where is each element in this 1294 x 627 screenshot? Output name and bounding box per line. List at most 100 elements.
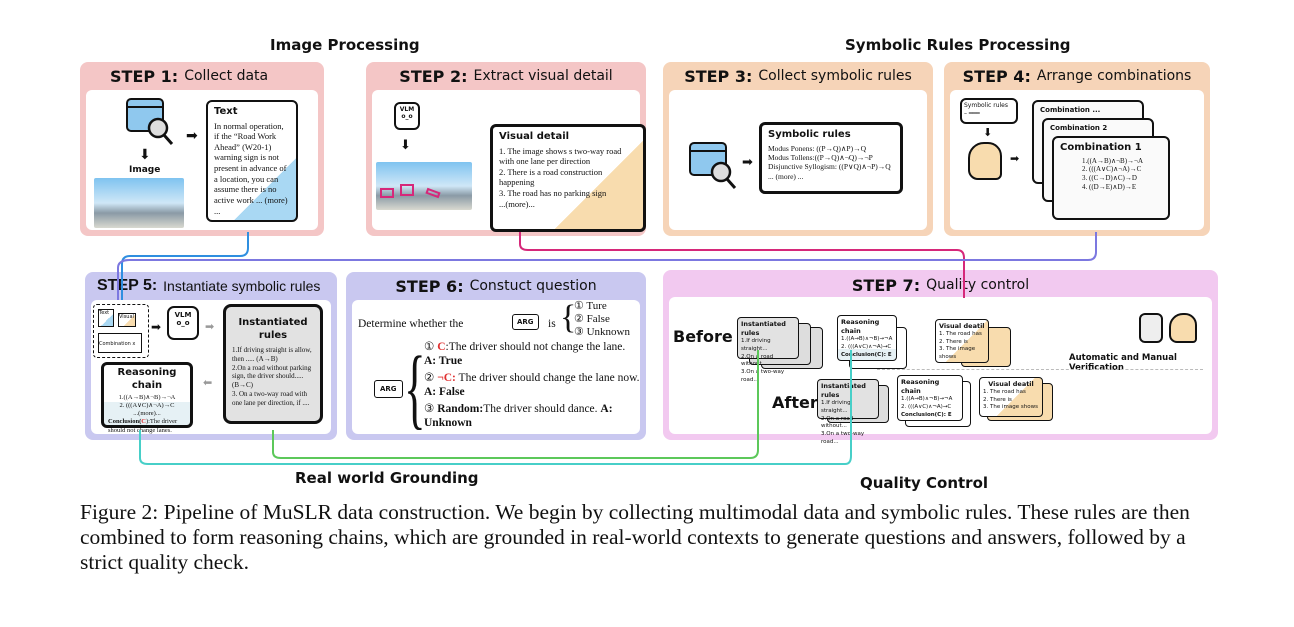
- question-option: ③ Random:The driver should dance. A: Unk…: [424, 402, 640, 430]
- step3-title: Collect symbolic rules: [758, 68, 912, 84]
- chain-title: Reasoning chain: [117, 367, 177, 391]
- symbolic-rules-card: Symbolic rules– ═══: [960, 98, 1018, 124]
- section-title-image-processing: Image Processing: [270, 36, 420, 54]
- computer-verify-icon: [1139, 313, 1163, 343]
- driving-scene-image: [94, 178, 184, 228]
- visual-item: 2. There is a road construction happenin…: [499, 166, 603, 188]
- card-conclusion: Conclusion(C): E: [841, 351, 892, 358]
- bbox-1: [400, 184, 414, 196]
- card-item: 3. The image shows: [939, 346, 976, 361]
- arg-box: ARG: [374, 380, 403, 398]
- combination-item: 4. ((D→E)∧D)→E: [1082, 182, 1137, 191]
- combination-title: Combination 1: [1060, 142, 1142, 153]
- option-label: C: [437, 341, 446, 353]
- visual-detail-document: Visual detail 1. The image shows s two-w…: [490, 124, 646, 232]
- left-arrow-icon: ⬅: [203, 376, 213, 389]
- symbolic-doc-title: Symbolic rules: [768, 129, 851, 140]
- card-title: Visual deatil: [988, 380, 1034, 388]
- browser-search-icon: [689, 142, 737, 189]
- vlm-label: VLM: [399, 106, 415, 113]
- symbolic-rules-document: Symbolic rules Modus Ponens: ((P→Q)∧P)→Q…: [759, 122, 903, 194]
- card-item: 2.On a road without...: [821, 415, 854, 430]
- instantiated-item: 2.On a road without parking sign, the dr…: [232, 363, 312, 390]
- card-item: 2. There is: [939, 338, 968, 345]
- rule-more: ... (more) ...: [768, 171, 804, 181]
- after-visual-card: Visual deatil 1. The road has 2. There i…: [979, 377, 1043, 417]
- conclusion: Conclusion(C):The driver should not chan…: [108, 418, 186, 434]
- chain-item: 1.((A→B)∧¬B)→¬A: [118, 394, 176, 401]
- instantiated-item: 3. On a two-way road with one lane per d…: [232, 389, 310, 407]
- card-item: 3.On a two-way road...: [821, 430, 865, 445]
- section-title-quality-control: Quality Control: [860, 474, 989, 492]
- bbox-3: [425, 187, 441, 199]
- step2-title: Extract visual detail: [473, 68, 613, 84]
- rules-card-label: Symbolic rules: [964, 102, 1008, 109]
- card-title: Reasoning chain: [901, 378, 940, 396]
- step4-label: STEP 4:: [962, 66, 1031, 86]
- inputs-group: Text Visual Combination x: [93, 304, 149, 358]
- right-arrow-icon: ➡: [742, 155, 753, 170]
- step6-title: Constuct question: [469, 278, 597, 294]
- visual-item: 1. The image shows s two-way road with o…: [499, 145, 622, 167]
- after-label: After: [772, 393, 818, 412]
- before-instantiated-card: Instantiated rules 1.If driving straight…: [737, 317, 799, 383]
- choices: ① Ture ② False ③ Unknown: [574, 300, 630, 339]
- choice: ③ Unknown: [574, 326, 630, 338]
- choice: ① Ture: [574, 300, 607, 312]
- down-arrow-icon: ⬇: [400, 138, 411, 153]
- card-item: 1.((A→B)∧¬B)→¬A: [841, 336, 893, 343]
- right-arrow-icon: ➡: [151, 320, 162, 334]
- mini-text-card: Text: [98, 309, 114, 327]
- human-verify-icon: [1169, 313, 1197, 343]
- card-item: 1. The road has: [939, 331, 982, 338]
- mini-combination-card: Combination x: [98, 333, 142, 353]
- right-arrow-icon: ➡: [186, 128, 198, 144]
- instantiated-rules-card: Instantiated rules 1.If driving straight…: [223, 304, 323, 424]
- step3-label: STEP 3:: [684, 66, 753, 86]
- vlm-label: VLM: [174, 311, 192, 319]
- option-answer: A: True: [424, 355, 463, 367]
- right-arrow-icon: ➡: [1010, 152, 1020, 165]
- section-title-symbolic-rules-processing: Symbolic Rules Processing: [845, 36, 1071, 54]
- step6-label: STEP 6:: [395, 276, 464, 296]
- card-item: 3. The image shows: [983, 404, 1038, 411]
- option-text: The driver should dance.: [483, 403, 598, 415]
- option-text: :The driver should not change the lane.: [445, 341, 626, 353]
- figure-caption: Figure 2: Pipeline of MuSLR data constru…: [80, 500, 1190, 574]
- rule-item: Modus Tollens:((P→Q)∧¬Q)→¬P: [768, 152, 873, 162]
- brace-icon: {: [404, 339, 426, 438]
- visual-item: 3. The road has no parking sign: [499, 188, 607, 198]
- step2-label: STEP 2:: [399, 66, 468, 86]
- text-document: Text In normal operation, if the “Road W…: [206, 100, 298, 222]
- card-title: Reasoning chain: [841, 318, 880, 336]
- card-title: Instantiated rules: [821, 382, 866, 400]
- card-item: 1.If driving straight...: [821, 400, 851, 414]
- card-item: 2.On a road without...: [741, 353, 774, 368]
- instantiated-title: Instantiated rules: [238, 317, 308, 341]
- step5-label: STEP 5:: [97, 277, 158, 294]
- mini-visual-card: Visual: [118, 313, 136, 327]
- right-arrow-icon: ➡: [205, 320, 215, 333]
- combination-item: 3. ((C→D)∧C)→D: [1082, 174, 1137, 182]
- option-label: ¬C:: [437, 372, 456, 384]
- question-option: ① C:The driver should not change the lan…: [424, 340, 640, 368]
- browser-search-icon: [126, 98, 174, 145]
- divider: [877, 369, 1203, 370]
- step7-title: Quality control: [926, 277, 1030, 293]
- option-number: ②: [424, 372, 435, 384]
- card-item: 1. The road has: [983, 389, 1026, 396]
- combination-item: 1.((A→B)∧¬B)→¬A: [1082, 156, 1144, 165]
- step5-panel: STEP 5:Instantiate symbolic rules Text V…: [85, 272, 337, 440]
- card-item: 1.((A→B)∧¬B)→¬A: [901, 396, 953, 403]
- step1-panel: STEP 1:Collect data ⬇ Image ➡ Text In no…: [80, 62, 324, 236]
- step1-label: STEP 1:: [110, 66, 179, 86]
- card-item: 2. (((A∨C)∧¬A)→C: [901, 403, 952, 410]
- down-arrow-icon: ⬇: [983, 126, 993, 139]
- prompt-is: is: [548, 318, 556, 330]
- card-item: 3.On a two-way road...: [741, 368, 785, 383]
- step1-title: Collect data: [184, 68, 269, 84]
- card-title: Instantiated rules: [741, 320, 786, 338]
